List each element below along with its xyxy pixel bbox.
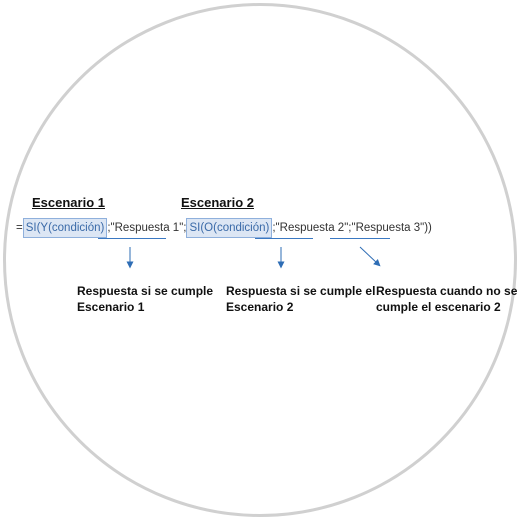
underline-answer-2 — [255, 238, 313, 239]
label-answer-3: Respuesta cuando no se cumple el escenar… — [376, 283, 517, 315]
formula-condition-and: SI(Y(condición) — [22, 218, 108, 238]
label-answer-1-line1: Respuesta si se cumple — [77, 284, 214, 298]
circle-frame — [3, 3, 517, 517]
label-answer-2-line2: Escenario 2 — [226, 300, 294, 314]
label-answer-1-line2: Escenario 1 — [77, 300, 145, 314]
underline-answer-1 — [98, 238, 166, 239]
formula-equals: = — [16, 222, 23, 234]
label-answer-1: Respuesta si se cumple Escenario 1 — [77, 283, 213, 315]
heading-scenario-2: Escenario 2 — [181, 195, 254, 210]
label-answer-2-line1: Respuesta si se cumple el — [226, 284, 376, 298]
label-answer-2: Respuesta si se cumple el Escenario 2 — [226, 283, 375, 315]
formula-condition-or: SI(O(condición) — [186, 218, 273, 238]
underline-answer-3 — [330, 238, 390, 239]
arrow-answer-3 — [359, 246, 381, 267]
label-answer-3-line1: Respuesta cuando no se — [376, 284, 518, 298]
formula-answers-2-3: ;"Respuesta 2";"Respuesta 3")) — [272, 222, 432, 234]
formula-line: = SI(Y(condición) ;"Respuesta 1"; SI(O(c… — [16, 218, 432, 238]
formula-answer-1: ;"Respuesta 1"; — [107, 222, 187, 234]
heading-scenario-1: Escenario 1 — [32, 195, 105, 210]
label-answer-3-line2: cumple el escenario 2 — [376, 300, 501, 314]
